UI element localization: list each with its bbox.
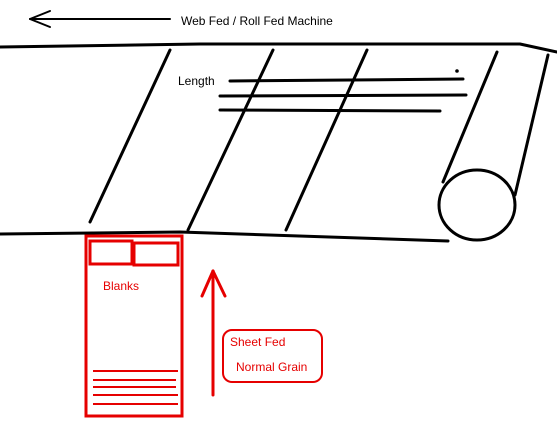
dot-mark xyxy=(455,69,459,73)
roll-circle xyxy=(437,168,517,242)
sheet-outline xyxy=(84,234,184,418)
web-diagonal-1 xyxy=(88,48,172,224)
left-arrow-icon xyxy=(29,10,171,28)
up-arrow-icon xyxy=(200,269,227,397)
web-bottom-edge xyxy=(0,230,450,243)
web-top-edge xyxy=(0,42,557,54)
blank-box-2 xyxy=(132,241,180,267)
sheet-fed-label-box xyxy=(222,329,323,383)
web-diagonal-4 xyxy=(441,50,499,184)
web-diagonal-3 xyxy=(284,48,369,232)
length-label: Length xyxy=(178,74,215,88)
roll-right-edge xyxy=(513,53,550,197)
length-grain-lines xyxy=(218,77,468,113)
sheet-fed-label: Sheet Fed xyxy=(230,335,286,349)
blank-box-1 xyxy=(88,239,134,266)
blanks-label: Blanks xyxy=(103,279,140,293)
normal-grain-label: Normal Grain xyxy=(236,360,308,374)
sheet-fed-blank xyxy=(84,234,184,418)
web-fed-label: Web Fed / Roll Fed Machine xyxy=(181,14,333,28)
